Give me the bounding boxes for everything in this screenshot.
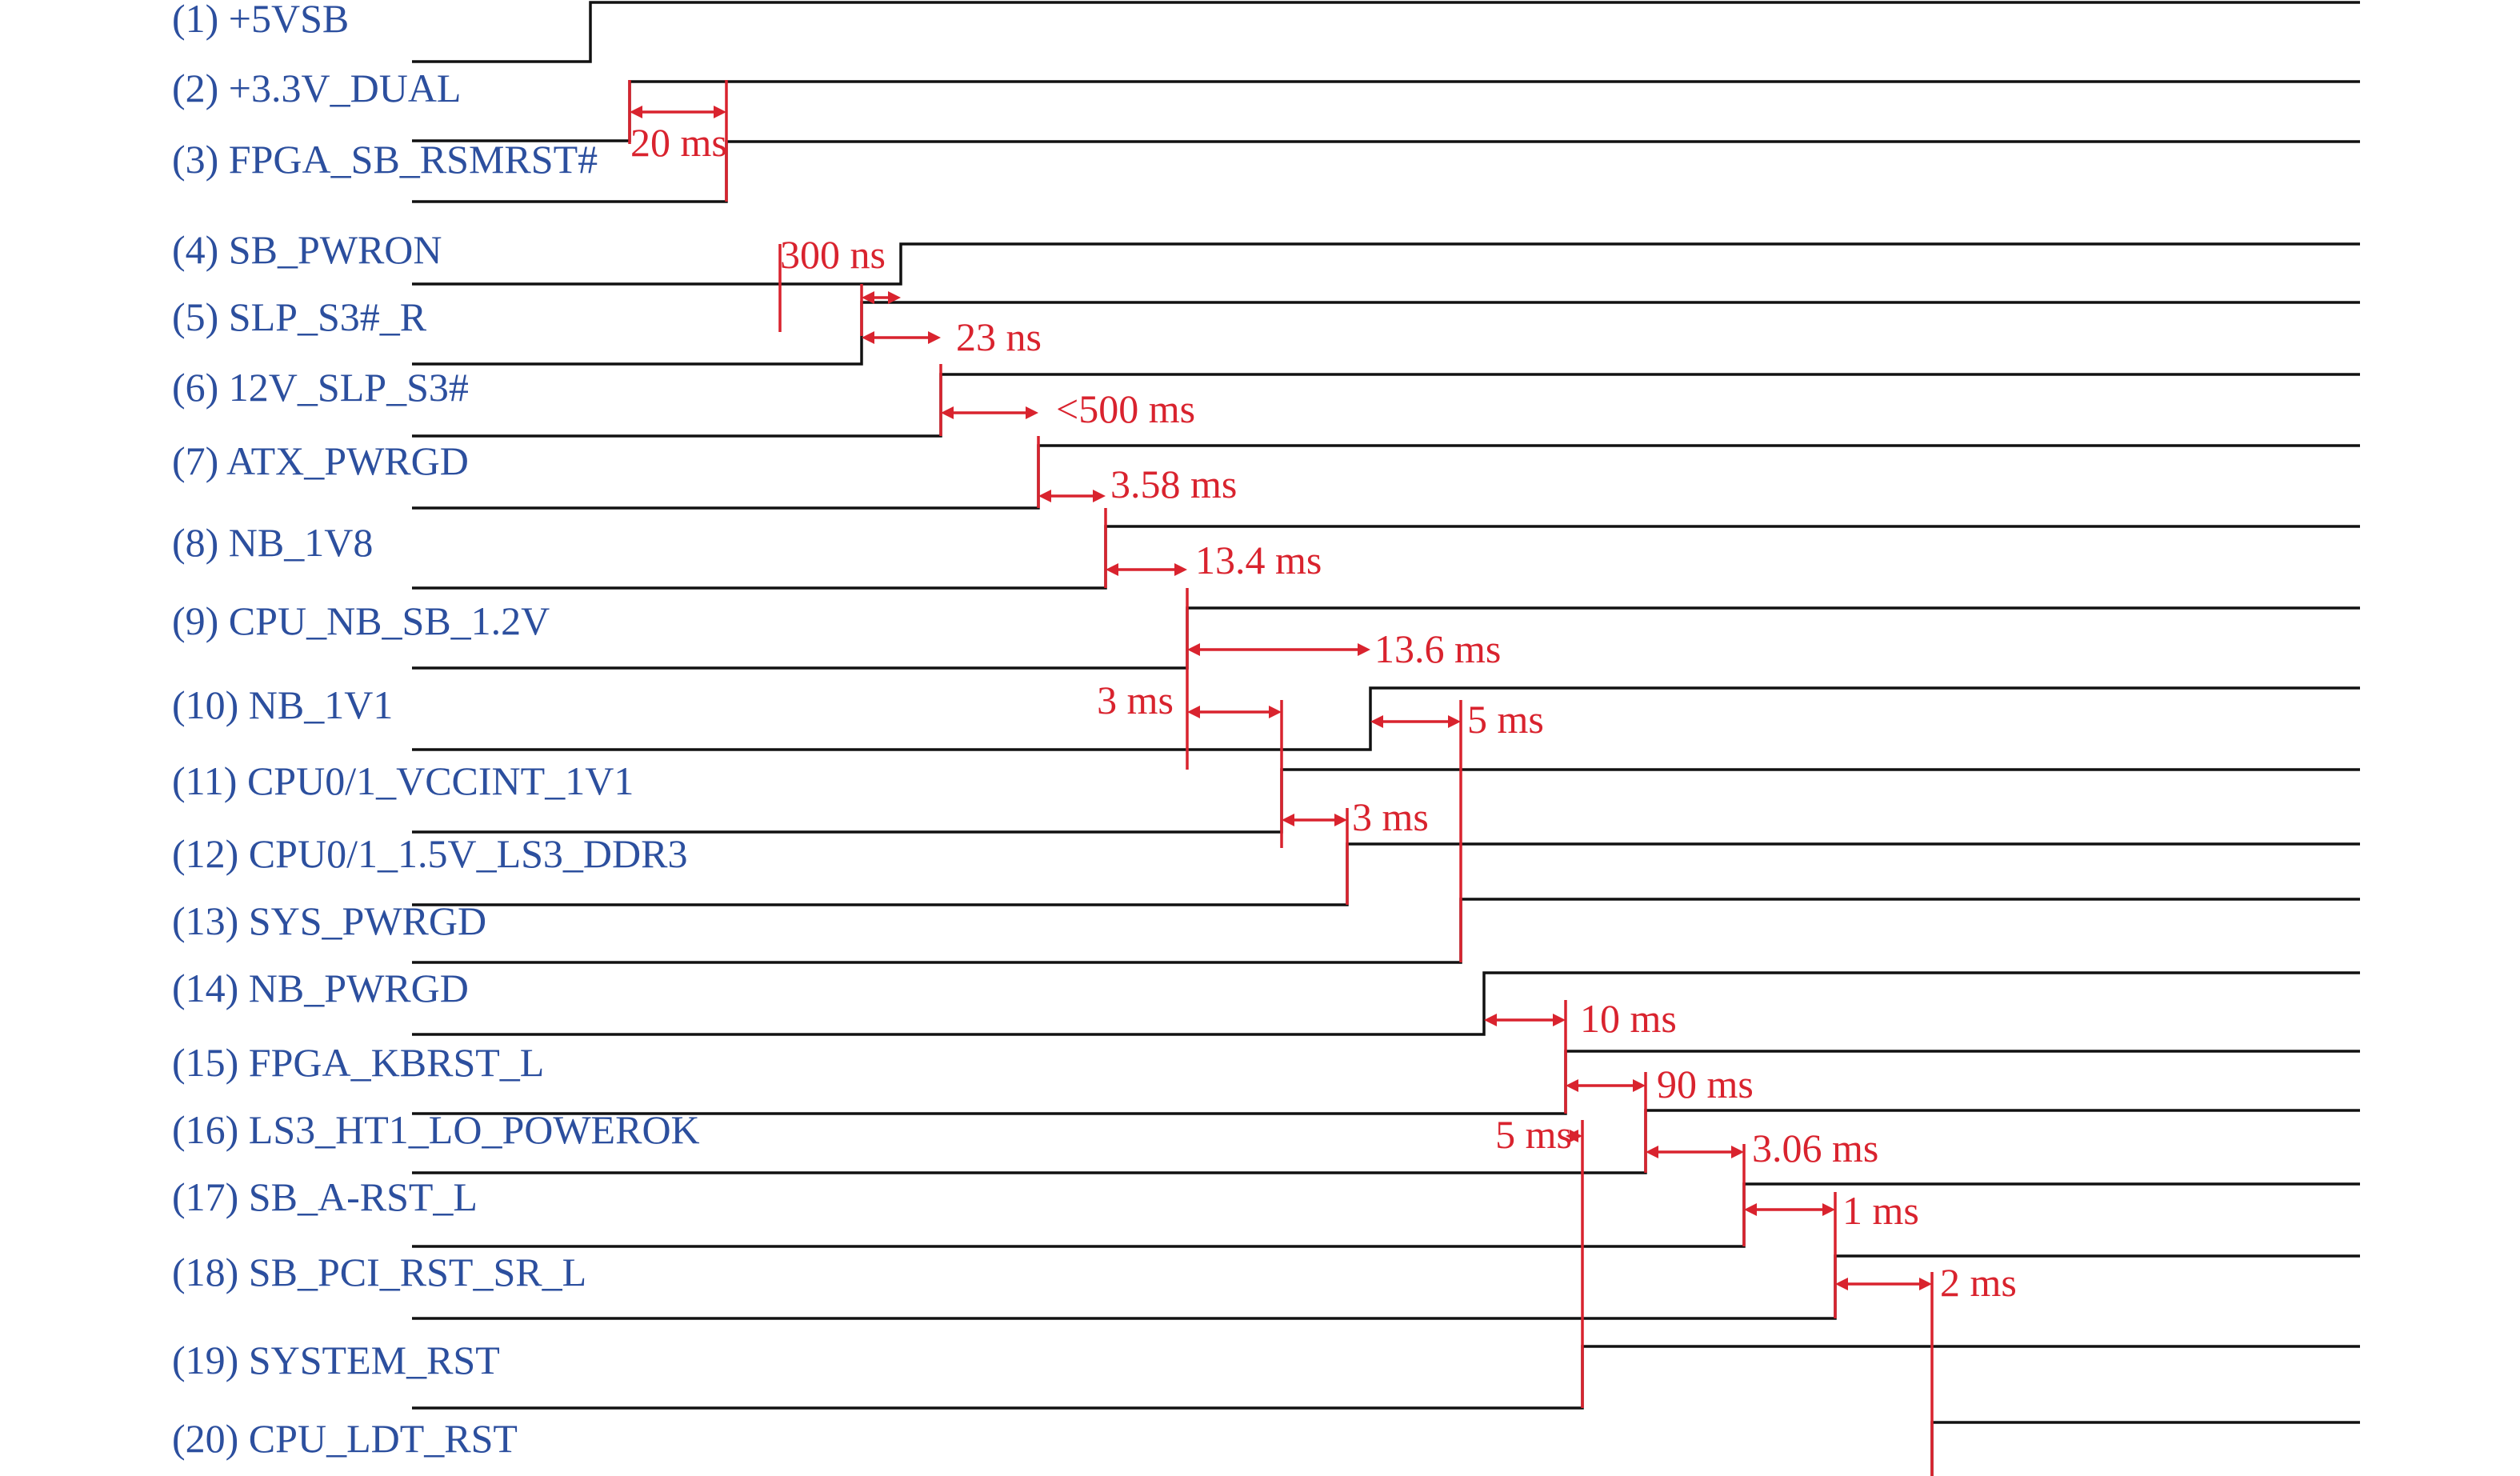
signal-label: (4) SB_PWRON xyxy=(172,227,442,272)
signal-waveform xyxy=(412,898,2360,964)
delay-arrow xyxy=(1187,706,1282,718)
delay-label: 2 ms xyxy=(1940,1260,2017,1305)
delay-label: <500 ms xyxy=(1056,386,1195,431)
signal-label: (3) FPGA_SB_RSMRST# xyxy=(172,137,598,182)
delay-label: 3 ms xyxy=(1352,794,1429,839)
delay-marker: 1 ms xyxy=(1744,1188,1919,1318)
delay-label: 90 ms xyxy=(1657,1062,1754,1106)
signal-waveform xyxy=(412,525,2360,590)
signal-label: (13) SYS_PWRGD xyxy=(172,898,486,943)
delay-marker: 13.4 ms xyxy=(1106,538,1322,770)
delay-marker: 10 ms xyxy=(1484,996,1677,1114)
delay-marker: 5 ms xyxy=(1370,697,1544,962)
signal-waveform xyxy=(412,842,2360,906)
delay-marker: 300 ns xyxy=(778,232,901,336)
signal-waveform xyxy=(412,301,2360,366)
delay-arrow xyxy=(1484,1014,1566,1026)
delay-marker: 90 ms xyxy=(1566,1062,1754,1173)
signal-label: (1) +5VSB xyxy=(172,0,349,41)
signal-waveform xyxy=(412,1109,2360,1174)
delay-markers: 20 ms 300 ns 23 ns <500 ms 3.58 ms 13.4 ms 13.… xyxy=(628,80,2017,1476)
delay-arrow xyxy=(1835,1278,1932,1290)
delay-label: 20 ms xyxy=(630,120,727,165)
delay-arrow xyxy=(1106,563,1187,576)
signal-waveform xyxy=(412,971,2360,1036)
delay-label: 23 ns xyxy=(956,314,1042,359)
delay-label: 5 ms xyxy=(1467,697,1544,742)
signal-waveform xyxy=(412,686,2360,751)
delay-marker: 3 ms xyxy=(1097,678,1283,848)
signal-label: (12) CPU0/1_1.5V_LS3_DDR3 xyxy=(172,831,687,876)
signal-waveform xyxy=(412,242,2360,286)
signal-waveform xyxy=(412,1050,2360,1115)
delay-marker: 3.58 ms xyxy=(1038,462,1237,588)
signal-label: (17) SB_A-RST_L xyxy=(172,1174,478,1219)
delay-label: 3 ms xyxy=(1097,678,1174,722)
delay-marker: 3.06 ms xyxy=(1646,1126,1878,1246)
delay-arrow xyxy=(1187,643,1370,656)
signal-label: (5) SLP_S3#_R xyxy=(172,294,427,339)
delay-arrow xyxy=(1646,1146,1744,1158)
signal-waveform xyxy=(412,1254,2360,1320)
signal-waveform xyxy=(1930,1421,2360,1476)
signal-label: (2) +3.3V_DUAL xyxy=(172,66,461,110)
delay-arrow xyxy=(1566,1079,1646,1092)
delay-arrow xyxy=(1566,1130,1582,1142)
signal-waveform xyxy=(412,1182,2360,1248)
delay-marker: 2 ms xyxy=(1835,1260,2017,1476)
signal-label: (6) 12V_SLP_S3# xyxy=(172,365,469,410)
delay-arrow xyxy=(862,291,901,304)
delay-marker: 13.6 ms xyxy=(1187,626,1501,671)
delay-label: 10 ms xyxy=(1580,996,1677,1041)
delay-label: 3.06 ms xyxy=(1752,1126,1878,1170)
signal-label: (7) ATX_PWRGD xyxy=(172,438,469,483)
signal-waveform xyxy=(412,1,2360,63)
signal-label: (20) CPU_LDT_RST xyxy=(172,1416,518,1461)
delay-arrow xyxy=(630,106,726,118)
signal-label: (10) NB_1V1 xyxy=(172,682,393,727)
signal-waveform xyxy=(412,1345,2360,1410)
delay-marker: 3 ms xyxy=(1282,794,1429,905)
delay-arrow xyxy=(1282,814,1347,826)
signal-label: (15) FPGA_KBRST_L xyxy=(172,1040,544,1085)
delay-marker: 23 ns xyxy=(862,314,1042,436)
delay-arrow xyxy=(862,331,941,344)
signal-label: (8) NB_1V8 xyxy=(172,520,373,565)
signal-waveform xyxy=(412,373,2360,438)
signal-label: (19) SYSTEM_RST xyxy=(172,1338,500,1382)
delay-label: 13.4 ms xyxy=(1195,538,1322,582)
delay-arrow xyxy=(1370,715,1461,728)
delay-label: 5 ms xyxy=(1495,1112,1572,1157)
signal-label: (14) NB_PWRGD xyxy=(172,966,469,1010)
waveforms xyxy=(412,1,2360,1476)
delay-label: 13.6 ms xyxy=(1374,626,1501,671)
delay-label: 3.58 ms xyxy=(1110,462,1237,506)
signal-waveform xyxy=(412,444,2360,510)
delay-marker: 5 ms xyxy=(1495,1112,1584,1408)
delay-label: 1 ms xyxy=(1842,1188,1919,1233)
delay-arrow xyxy=(1744,1203,1835,1216)
delay-arrow xyxy=(941,406,1038,419)
signal-label: (9) CPU_NB_SB_1.2V xyxy=(172,598,550,643)
delay-arrow xyxy=(1038,490,1106,502)
delay-marker: 20 ms xyxy=(628,80,728,202)
signal-label: (16) LS3_HT1_LO_POWEROK xyxy=(172,1107,700,1152)
delay-label: 300 ns xyxy=(780,232,886,277)
signal-label: (18) SB_PCI_RST_SR_L xyxy=(172,1250,586,1294)
signal-labels: (1) +5VSB (2) +3.3V_DUAL (3) FPGA_SB_RSMRS… xyxy=(172,0,700,1461)
signal-label: (11) CPU0/1_VCCINT_1V1 xyxy=(172,758,634,803)
